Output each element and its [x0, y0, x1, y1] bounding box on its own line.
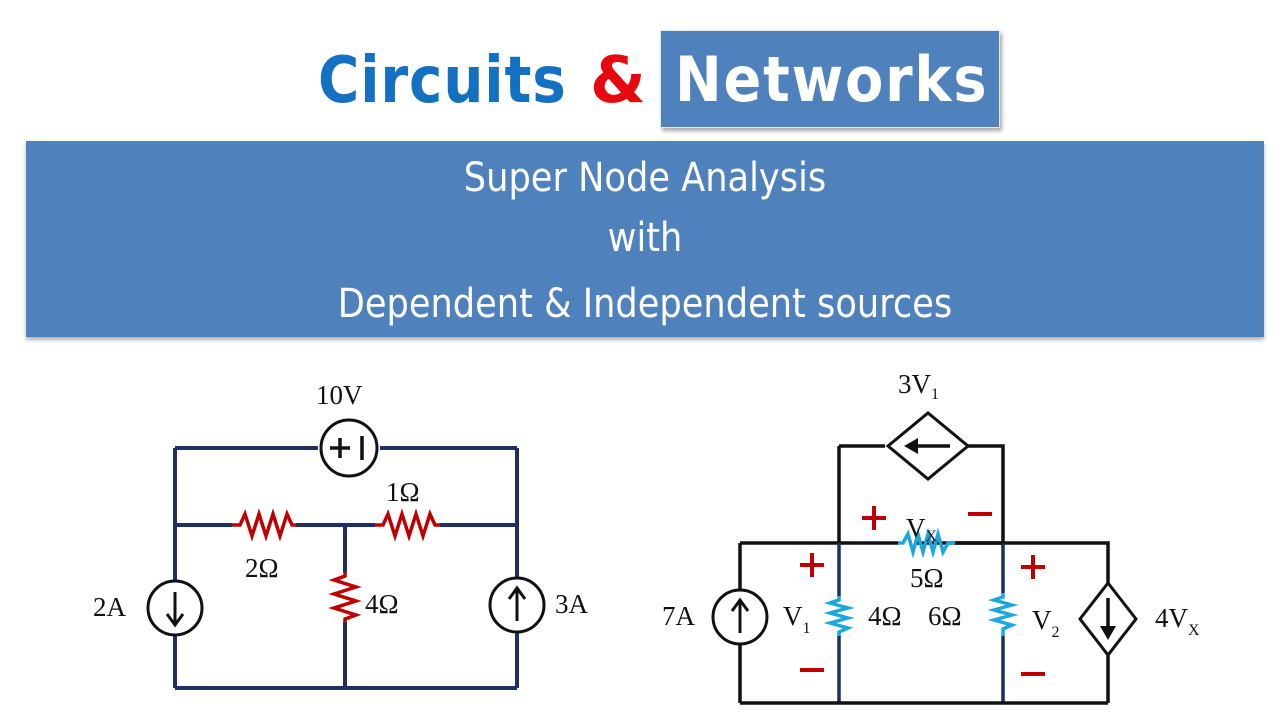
c2-label-v2: V2: [1032, 605, 1060, 641]
c1-label-10v: 10V: [316, 380, 363, 410]
c2-label-vx: VX: [906, 513, 938, 545]
c2-resistor-6ohm: [987, 593, 1019, 636]
c2-polarity-marks: [800, 506, 1045, 676]
banner-line-3: Dependent & Independent sources: [337, 281, 953, 327]
title-circuits: Circuits: [318, 44, 567, 118]
banner-line-2: with: [607, 215, 683, 261]
c1-resistor-1ohm: [375, 508, 440, 542]
c2-label-5ohm: 5Ω: [910, 563, 944, 593]
c2-dependent-source-3v1: [885, 411, 971, 481]
circuit-1: [173, 446, 519, 690]
v2-plus-sign: [1021, 555, 1045, 579]
subtitle-banner: Super Node Analysis with Dependent & Ind…: [26, 141, 1264, 337]
title-networks: Networks: [675, 43, 989, 116]
c1-resistor-2ohm: [232, 508, 296, 542]
c2-dependent-source-4vx: [1078, 580, 1138, 658]
c1-voltage-source: [319, 418, 379, 478]
c2-label-7a: 7A: [662, 601, 696, 631]
banner-line-1: Super Node Analysis: [463, 155, 827, 201]
c2-label-3v1: 3V1: [898, 369, 939, 403]
c1-current-source-3a: [488, 576, 546, 634]
c1-resistor-4ohm: [328, 572, 362, 622]
title-ampersand: &: [590, 44, 646, 118]
v1-plus-sign: [800, 553, 824, 577]
c1-label-2a: 2A: [93, 592, 127, 622]
vx-plus-sign: [862, 506, 886, 530]
c2-label-4ohm: 4Ω: [868, 601, 902, 631]
title-networks-box: Networks: [660, 30, 1000, 128]
c1-label-3a: 3A: [555, 589, 589, 619]
c1-label-4ohm: 4Ω: [365, 589, 399, 619]
c1-label-1ohm: 1Ω: [386, 477, 420, 507]
c1-current-source-2a: [146, 579, 204, 637]
c1-label-2ohm: 2Ω: [245, 553, 279, 583]
c2-current-source-7a: [711, 588, 769, 646]
c2-label-6ohm: 6Ω: [928, 601, 962, 631]
c2-label-v1: V1: [783, 601, 811, 637]
c2-resistor-4ohm: [823, 596, 855, 636]
c2-wire-top: [837, 444, 1005, 543]
c2-label-4vx: 4VX: [1155, 603, 1200, 639]
c2-resistor-5ohm: [898, 527, 955, 559]
